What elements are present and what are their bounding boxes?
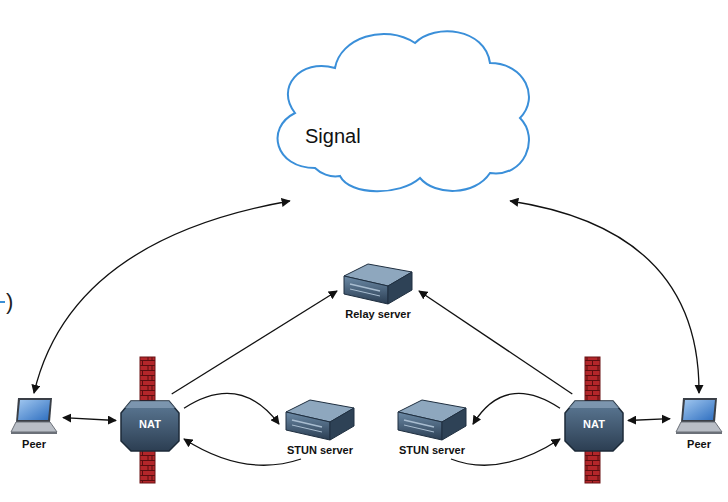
device-label: NAT [563,397,625,430]
device-label: NAT [119,397,181,430]
nat-device: NAT [563,397,625,453]
server-box: Relay server [340,262,416,320]
cloud-label: Signal [305,125,361,148]
device-caption: STUN server [282,444,358,456]
device-caption: STUN server [394,444,470,456]
peer-laptop: Peer [673,396,725,450]
connector-arrow [510,201,699,393]
cloud-shape: Signal [255,18,545,198]
device-caption: Relay server [340,308,416,320]
device-caption: Peer [8,438,60,450]
connector-arrow [473,393,560,424]
server-box: STUN server [394,398,470,456]
peer-laptop: Peer [8,396,60,450]
connector-arrow [451,439,560,465]
cut-mark [0,301,5,303]
cut-off-text: ) [6,289,13,315]
server-box: STUN server [282,398,358,456]
nat-device: NAT [119,397,181,453]
connector-arrow [184,393,279,424]
connector-arrow [184,439,301,465]
connector-arrow [172,291,337,394]
connector-arrow [63,418,116,421]
device-caption: Peer [673,438,725,450]
connector-arrow [419,291,572,394]
connector-arrow [34,201,290,393]
connector-arrow [628,419,670,421]
